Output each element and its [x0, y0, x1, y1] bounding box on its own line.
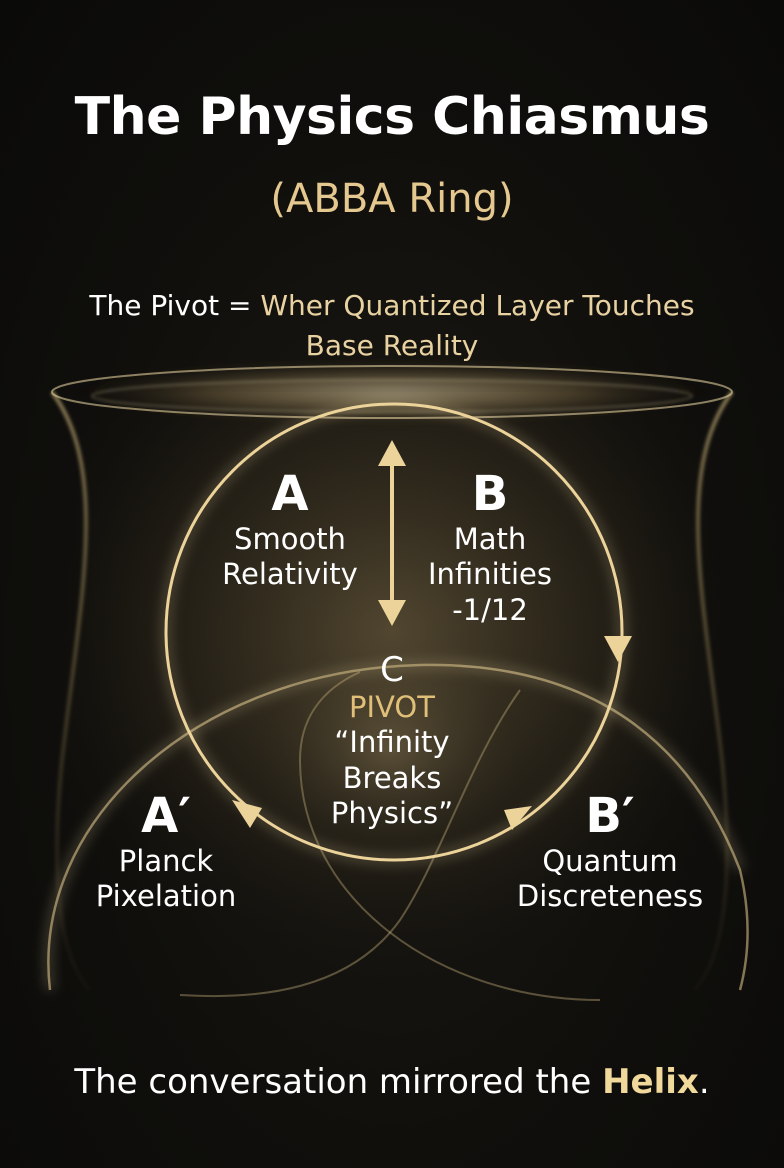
- node-b-prime-line1: Quantum: [542, 844, 678, 878]
- node-c-line2: Breaks: [342, 760, 442, 795]
- node-a-prime-letter: A′: [141, 788, 191, 844]
- node-c: C PIVOT “Infinity Breaks Physics”: [292, 650, 492, 832]
- arrowhead-right: [604, 636, 632, 662]
- node-a-line2: Relativity: [222, 557, 358, 592]
- node-c-letter: C: [380, 650, 404, 690]
- pivot-statement-prefix: The Pivot =: [89, 289, 261, 322]
- arrowhead-bottom-right: [504, 806, 532, 830]
- node-a-prime: A′ Planck Pixelation: [66, 788, 266, 915]
- node-b-line2: Infinities: [427, 557, 552, 592]
- node-b-line1: Math: [453, 522, 527, 556]
- page-title: The Physics Chiasmus: [74, 87, 710, 147]
- footer-prefix: The conversation mirrored the: [74, 1062, 603, 1102]
- arrowhead-bottom-left: [232, 800, 262, 828]
- footer-caption: The conversation mirrored the Helix.: [0, 1058, 784, 1106]
- double-arrow: [378, 440, 406, 626]
- pivot-statement-highlight-1: Wher Quantized Layer Touches: [260, 289, 695, 322]
- node-a-line1: Smooth: [234, 522, 346, 556]
- node-b-prime: B′ Quantum Discreteness: [490, 788, 730, 915]
- node-b: B Math Infinities -1/12: [400, 466, 580, 628]
- node-b-letter: B: [471, 466, 509, 522]
- node-c-pivot-tag: PIVOT: [349, 690, 435, 724]
- pivot-statement-highlight-2: Base Reality: [305, 329, 479, 362]
- footer-suffix: .: [698, 1062, 710, 1102]
- top-rim: [47, 362, 737, 422]
- node-a-letter: A: [271, 466, 309, 522]
- node-a: A Smooth Relativity: [200, 466, 380, 593]
- node-c-line3: Physics”: [330, 796, 454, 831]
- footer-highlight: Helix: [602, 1062, 699, 1102]
- node-b-prime-line2: Discreteness: [516, 879, 704, 914]
- node-b-line3: -1/12: [452, 592, 528, 627]
- node-a-prime-line1: Planck: [118, 844, 214, 878]
- page-subtitle: (ABBA Ring): [270, 176, 514, 222]
- main-ring: [161, 399, 627, 865]
- node-c-line1: “Infinity: [334, 725, 450, 760]
- node-b-prime-letter: B′: [585, 788, 635, 844]
- lower-lobes: [44, 650, 749, 1001]
- node-a-prime-line2: Pixelation: [95, 879, 237, 914]
- pivot-statement: The Pivot = Wher Quantized Layer Touches…: [40, 286, 744, 366]
